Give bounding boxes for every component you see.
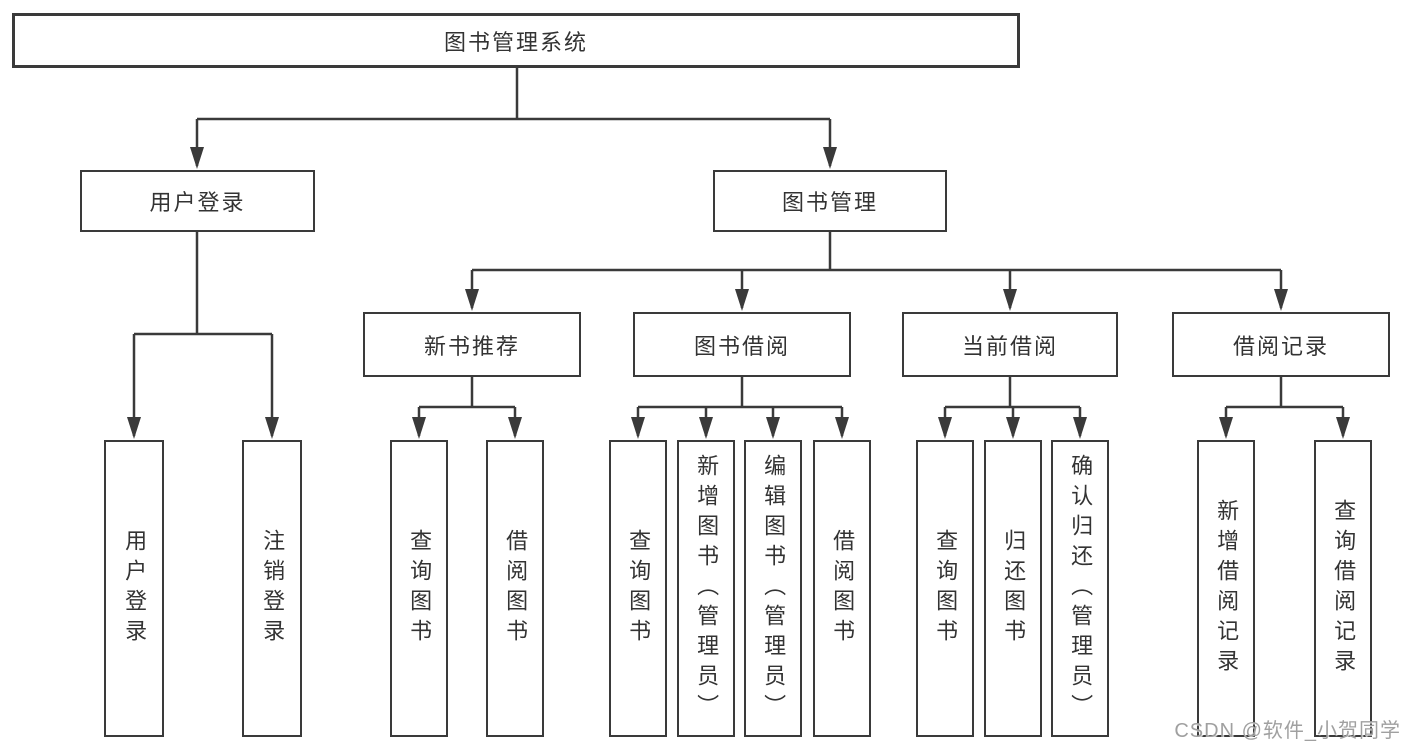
leaf-records-add-record-label: 新增借阅记录: [1214, 498, 1240, 679]
leaf-current-return-books-label: 归还图书: [1001, 528, 1027, 649]
leaf-user-login: 用户登录: [104, 440, 164, 737]
leaf-logout: 注销登录: [242, 440, 302, 737]
leaf-borrowing-borrow-books: 借阅图书: [813, 440, 871, 737]
node-current-borrowing-label: 当前借阅: [961, 333, 1058, 359]
node-new-book-label: 新书推荐: [423, 333, 520, 359]
node-borrowing-records: 借阅记录: [1172, 312, 1390, 377]
leaf-borrowing-query-books: 查询图书: [609, 440, 667, 737]
leaf-borrowing-edit-books-admin: 编辑图书（管理员）: [744, 440, 802, 737]
leaf-current-confirm-return-admin: 确认归还（管理员）: [1051, 440, 1109, 737]
leaf-borrowing-add-books-admin: 新增图书（管理员）: [677, 440, 735, 737]
leaf-newbook-query-books: 查询图书: [390, 440, 448, 737]
node-book-borrowing-label: 图书借阅: [693, 333, 790, 359]
leaf-records-query-record-label: 查询借阅记录: [1331, 498, 1357, 679]
node-book-management: 图书管理: [713, 170, 947, 232]
leaf-borrowing-query-books-label: 查询图书: [626, 528, 652, 649]
csdn-watermark: CSDN @软件_小贺同学: [1174, 720, 1401, 742]
node-book-borrowing: 图书借阅: [633, 312, 851, 377]
node-current-borrowing: 当前借阅: [902, 312, 1118, 377]
node-user-login: 用户登录: [80, 170, 315, 232]
node-new-book-recommendation: 新书推荐: [363, 312, 581, 377]
leaf-newbook-borrow-books-label: 借阅图书: [503, 528, 529, 649]
leaf-records-query-record: 查询借阅记录: [1314, 440, 1372, 737]
node-root-label: 图书管理系统: [443, 29, 588, 55]
leaf-current-query-books: 查询图书: [916, 440, 974, 737]
leaf-borrowing-edit-books-admin-label: 编辑图书（管理员）: [761, 453, 787, 724]
leaf-current-query-books-label: 查询图书: [933, 528, 959, 649]
node-root-system: 图书管理系统: [12, 13, 1020, 68]
leaf-current-return-books: 归还图书: [984, 440, 1042, 737]
leaf-user-login-label: 用户登录: [122, 528, 148, 649]
node-user-login-label: 用户登录: [149, 190, 246, 215]
leaf-current-confirm-return-admin-label: 确认归还（管理员）: [1068, 453, 1094, 724]
leaf-newbook-query-books-label: 查询图书: [407, 528, 433, 649]
leaf-logout-label: 注销登录: [260, 528, 286, 649]
leaf-records-add-record: 新增借阅记录: [1197, 440, 1255, 737]
node-book-management-label: 图书管理: [781, 190, 878, 215]
leaf-borrowing-borrow-books-label: 借阅图书: [830, 528, 856, 649]
leaf-newbook-borrow-books: 借阅图书: [486, 440, 544, 737]
leaf-borrowing-add-books-admin-label: 新增图书（管理员）: [694, 453, 720, 724]
node-borrowing-records-label: 借阅记录: [1232, 333, 1329, 359]
